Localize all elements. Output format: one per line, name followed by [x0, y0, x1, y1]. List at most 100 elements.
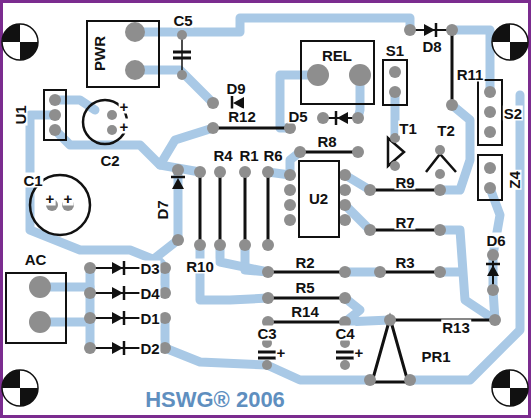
trimmer-symbol	[372, 318, 408, 382]
solder-pad	[484, 126, 496, 138]
solder-pad	[294, 146, 306, 158]
part-label: T1	[398, 121, 418, 136]
solder-pad	[339, 184, 351, 196]
part-label: D4	[139, 286, 160, 301]
solder-pad	[339, 292, 351, 304]
diode-bar	[123, 261, 126, 275]
resistor-symbol	[268, 271, 345, 274]
capacitor-plate	[336, 357, 354, 360]
resistor-symbol	[451, 30, 454, 105]
hole-quadrant	[20, 42, 38, 60]
solder-pad	[284, 169, 296, 181]
part-label: +	[45, 191, 56, 206]
diode-body	[233, 97, 244, 109]
part-label: R10	[185, 259, 215, 274]
solder-pad	[489, 314, 501, 326]
solder-pad	[84, 287, 96, 299]
diode-symbol	[486, 264, 500, 276]
part-label: C4	[334, 326, 355, 341]
component-outline: REL	[300, 40, 375, 105]
solder-pad	[446, 24, 458, 36]
component-name: AC	[25, 252, 47, 267]
component-outline: U2	[298, 160, 340, 238]
part-label: R5	[294, 280, 315, 295]
solder-pad	[29, 311, 51, 333]
capacitor-symbol	[336, 352, 354, 358]
solder-pad	[194, 239, 206, 251]
resistor-symbol	[268, 297, 345, 300]
solder-pad	[487, 284, 499, 296]
diode-body	[112, 287, 123, 299]
solder-pad	[284, 184, 296, 196]
solder-pad	[352, 146, 364, 158]
diode-bar	[335, 111, 338, 125]
component-name: PWR	[92, 36, 107, 71]
part-label: U1	[13, 104, 28, 125]
part-label: R9	[394, 175, 415, 190]
diode-body	[112, 342, 123, 354]
copper-trace	[160, 128, 213, 165]
solder-pad	[484, 106, 496, 118]
capacitor-plate	[258, 351, 276, 354]
capacitor-plate	[258, 357, 276, 360]
part-label: C5	[172, 13, 193, 28]
part-label: PR1	[420, 349, 451, 364]
solder-pad	[390, 161, 400, 171]
copper-trace	[440, 105, 470, 190]
part-label: +	[119, 99, 130, 114]
hole-ring	[2, 24, 38, 60]
hole-quadrant	[510, 42, 528, 60]
diode-body	[112, 312, 123, 324]
solder-pad	[84, 312, 96, 324]
diode-symbol	[112, 261, 124, 275]
hole-quadrant	[510, 388, 528, 406]
diode-body	[424, 24, 435, 36]
solder-pad	[484, 182, 496, 194]
solder-pad	[239, 239, 251, 251]
solder-pad	[49, 109, 61, 121]
copper-trace	[267, 365, 370, 380]
solder-pad	[434, 266, 446, 278]
hole-quadrant	[20, 388, 38, 406]
part-label: D3	[139, 261, 160, 276]
solder-pad	[84, 262, 96, 274]
copyright-watermark: HSWG® 2006	[144, 389, 286, 411]
capacitor-lead	[181, 35, 183, 75]
component-name: U2	[309, 191, 328, 206]
solder-pad	[107, 125, 117, 135]
solder-pad	[125, 60, 145, 80]
solder-pad	[374, 266, 386, 278]
solder-pad	[172, 234, 184, 246]
diode-bar	[171, 176, 185, 179]
solder-pad	[284, 199, 296, 211]
diode-body	[172, 178, 184, 189]
solder-pad	[262, 239, 274, 251]
mounting-hole	[2, 24, 38, 60]
diode-bar	[123, 341, 126, 355]
part-label: R7	[394, 215, 415, 230]
solder-pad	[84, 342, 96, 354]
component-name: REL	[322, 48, 352, 63]
part-label: D5	[287, 109, 308, 124]
solder-pad	[389, 86, 401, 98]
solder-pad	[284, 122, 296, 134]
solder-pad	[484, 86, 496, 98]
solder-pad	[262, 360, 272, 370]
mounting-hole	[2, 370, 38, 406]
silkscreen	[30, 23, 502, 382]
resistor-symbol	[268, 321, 345, 324]
copper-trace	[86, 268, 95, 348]
part-label: R11	[456, 67, 485, 82]
diode-symbol	[171, 177, 185, 189]
solder-pad	[435, 169, 445, 179]
solder-pad	[125, 22, 145, 42]
diode-bar	[123, 286, 126, 300]
solder-pad	[159, 262, 171, 274]
hole-ring	[492, 24, 528, 60]
hole-quadrant	[492, 370, 510, 388]
diode-symbol	[112, 286, 124, 300]
part-label: R13	[441, 320, 471, 335]
part-label: C2	[99, 153, 120, 168]
resistor-symbol	[219, 172, 222, 245]
